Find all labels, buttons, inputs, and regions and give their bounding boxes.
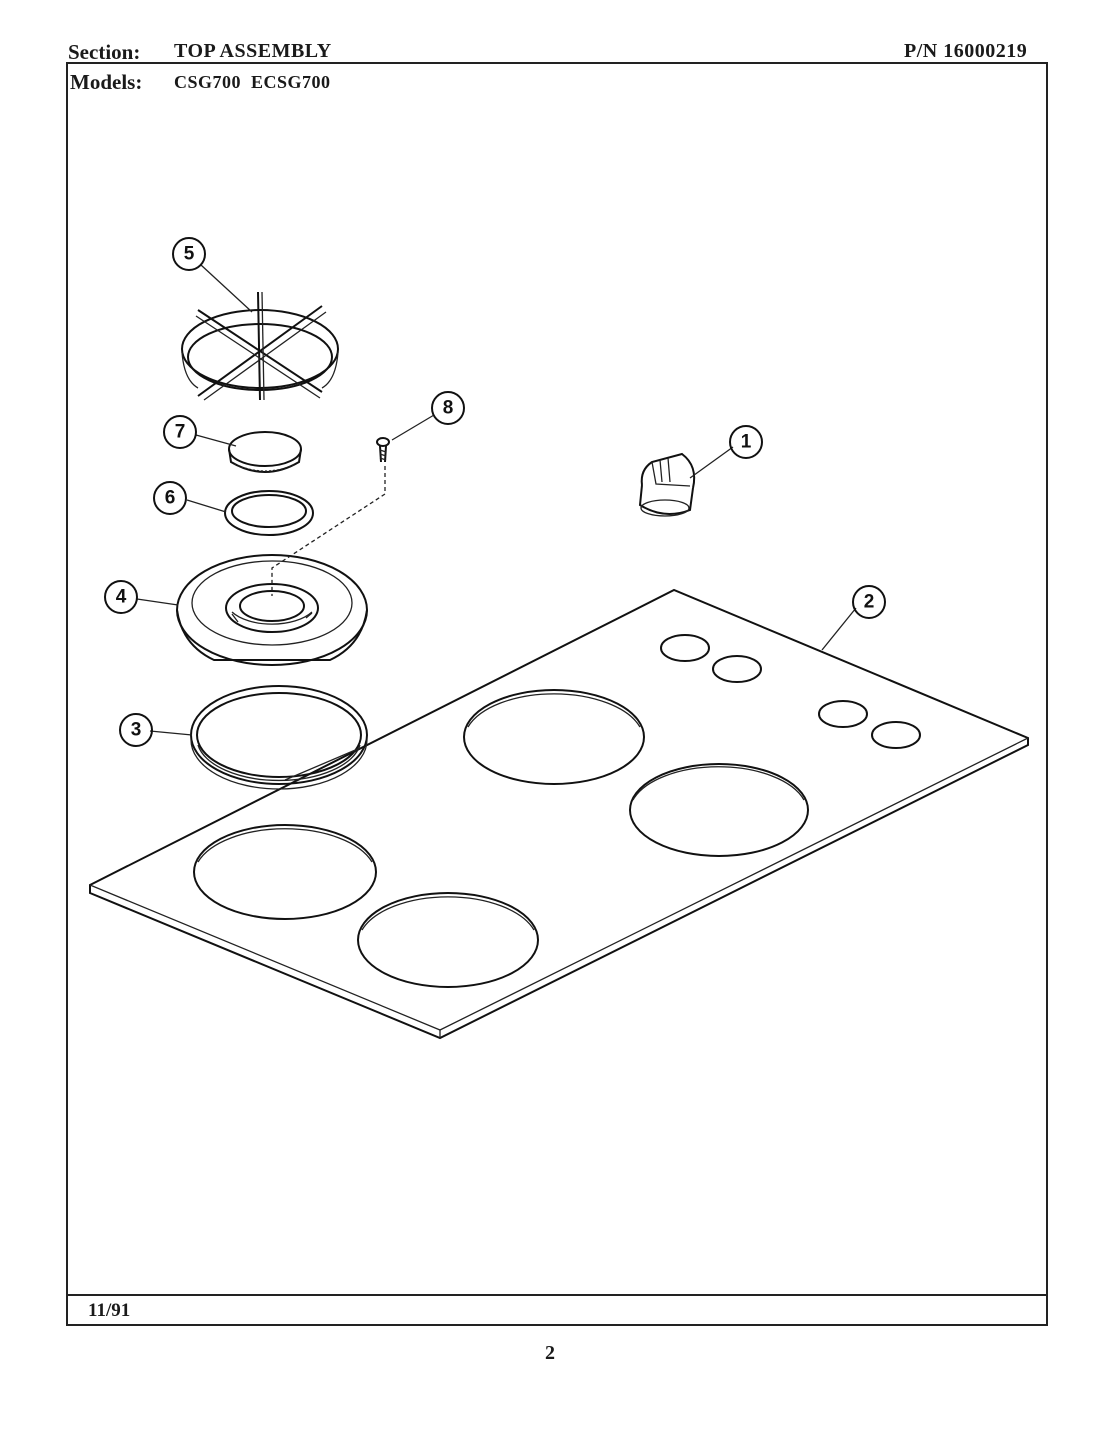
callout-5: 5	[172, 237, 206, 271]
leader-lines	[136, 264, 857, 736]
screw-alignment-line	[271, 466, 386, 596]
callout-label: 6	[165, 488, 176, 509]
control-knob	[638, 452, 696, 517]
callout-label: 4	[116, 587, 127, 608]
section-title: TOP ASSEMBLY	[174, 40, 332, 62]
callout-label: 1	[741, 432, 752, 453]
burner-grate	[181, 291, 339, 401]
models-label: Models:	[70, 70, 143, 94]
burner-opening-rear-left	[463, 689, 645, 785]
callout-label: 2	[864, 592, 875, 613]
callout-label: 3	[131, 720, 142, 741]
trim-ring	[190, 685, 368, 790]
burner-opening-rear-right	[629, 763, 809, 857]
revision-date: 11/91	[88, 1300, 131, 1321]
burner-bowl	[176, 554, 368, 666]
callout-6: 6	[153, 481, 187, 515]
callout-2: 2	[852, 585, 886, 619]
burner-cap	[228, 431, 302, 473]
section-label: Section:	[68, 40, 141, 64]
callout-3: 3	[119, 713, 153, 747]
callout-1: 1	[729, 425, 763, 459]
callout-7: 7	[163, 415, 197, 449]
trim-ring-clip-line	[284, 747, 361, 781]
burner-opening-front-right	[357, 892, 539, 988]
callout-4: 4	[104, 580, 138, 614]
callout-label: 8	[443, 398, 454, 419]
callout-8: 8	[431, 391, 465, 425]
burner-opening-front-left	[193, 824, 377, 920]
page-number: 2	[545, 1342, 555, 1364]
cooktop-panel	[89, 588, 1029, 1040]
footer-divider	[66, 1294, 1048, 1296]
callout-label: 7	[175, 422, 186, 443]
control-knob-holes	[660, 634, 921, 749]
screw	[376, 437, 390, 463]
part-number: P/N 16000219	[904, 40, 1028, 62]
models-list: CSG700 ECSG700	[174, 72, 331, 92]
diagram-frame	[66, 62, 1048, 1326]
callout-label: 5	[184, 244, 195, 265]
burner-cap-ring	[224, 490, 314, 536]
